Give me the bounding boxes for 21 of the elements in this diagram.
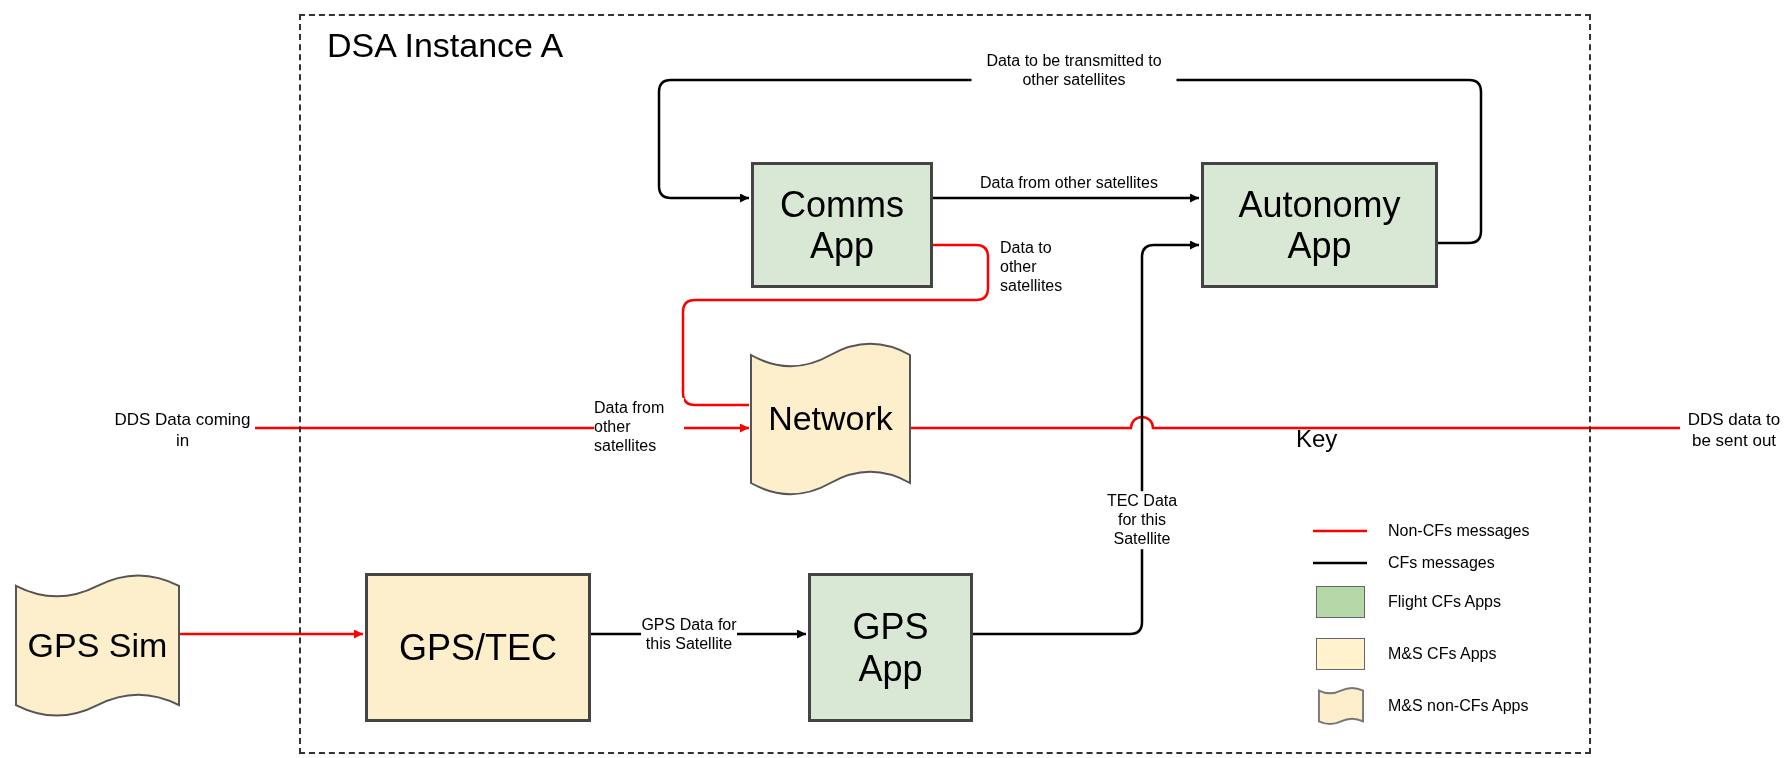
edge-label: Data to other satellites [1000,238,1064,296]
endpoint-text: DDS data to be sent out [1680,392,1788,468]
process-box: GPS/TEC [365,573,591,722]
tape-shape: GPS Sim [16,571,179,720]
legend-text: Non-CFs messages [1388,521,1530,541]
legend-text: M&S CFs Apps [1388,644,1497,664]
connector-line [681,243,990,407]
arrow [931,193,1199,203]
legend-title: Key [1296,424,1338,454]
process-box: Comms App [751,162,933,288]
arrow [179,629,363,639]
legend-text: CFs messages [1388,553,1495,573]
edge-label: Data from other satellites [979,173,1159,193]
legend-text: Flight CFs Apps [1388,592,1501,612]
legend-text: M&S non-CFs Apps [1388,696,1529,716]
process-box: GPS App [808,573,973,722]
endpoint-text: DDS Data coming in [110,405,255,455]
arrow [971,240,1199,636]
group-title: DSA Instance A [327,25,564,66]
process-box: Autonomy App [1201,162,1438,288]
dashed-group-box [299,14,1591,754]
